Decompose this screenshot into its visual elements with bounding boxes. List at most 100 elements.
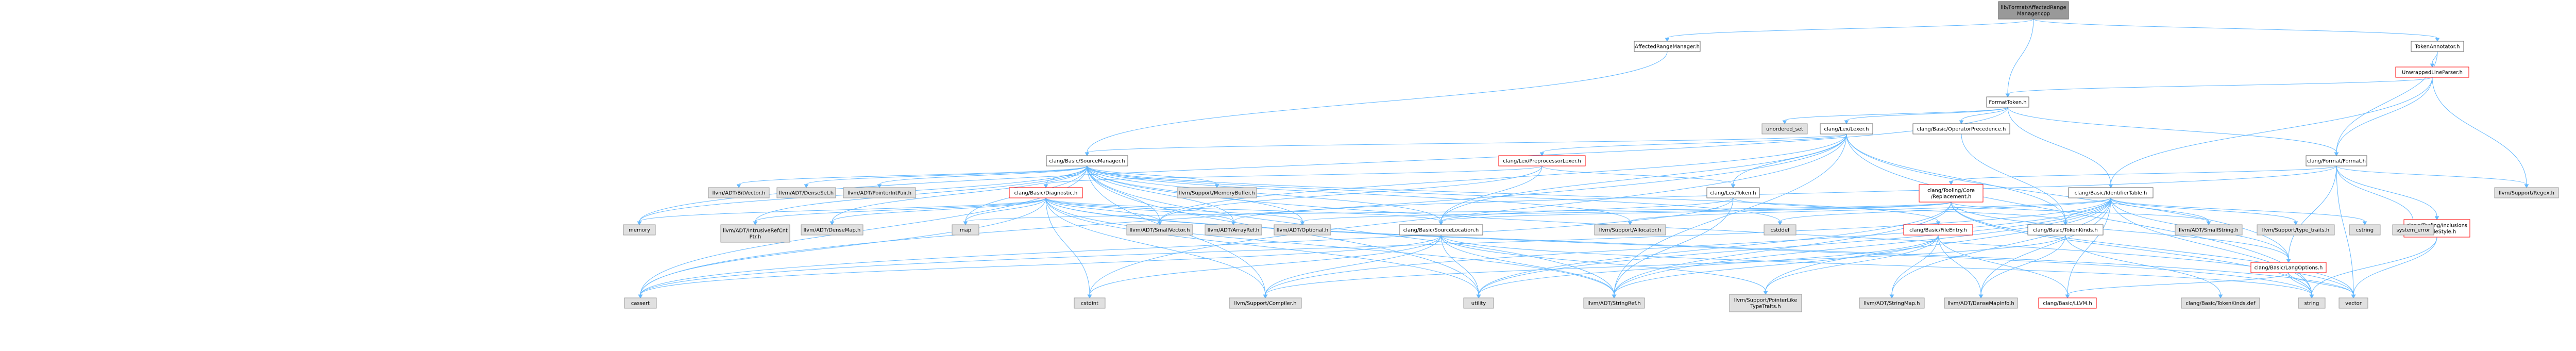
edge-arrowhead — [1438, 221, 1444, 225]
node-box — [2306, 155, 2367, 166]
edge-ft-to-uset — [1782, 107, 2008, 124]
edge-line — [1045, 197, 1479, 295]
node-map: map — [952, 224, 979, 236]
edge-arrowhead — [2524, 184, 2529, 188]
edge-arrowhead — [1763, 291, 1768, 295]
edge-line — [1733, 133, 1847, 185]
edge-fileentry-to-utility — [1476, 235, 1939, 298]
edge-tcrepl-to-srcloc — [1438, 202, 1952, 225]
node-smallstr: llvm/ADT/SmallString.h — [2175, 224, 2243, 236]
node-box — [708, 187, 770, 198]
node-box — [2257, 224, 2335, 236]
edge-pplex-to-lextok — [1541, 165, 1736, 188]
node-sm[interactable]: clang/Basic/SourceManager.h — [1046, 155, 1128, 166]
edge-tcrepl-to-map — [963, 202, 1952, 225]
node-arm[interactable]: AffectedRangeManager.h — [1634, 41, 1701, 52]
node-box — [1009, 187, 1083, 198]
node-label: cstddef — [1771, 228, 1790, 233]
edge-line — [1733, 197, 2066, 222]
node-alloc: llvm/Support/Allocator.h — [1594, 224, 1666, 236]
edge-arrowhead — [1628, 221, 1633, 225]
node-box — [776, 187, 836, 198]
node-box — [1912, 123, 2010, 135]
edge-pplex-to-diag — [1043, 165, 1543, 188]
node-lextok[interactable]: clang/Lex/Token.h — [1706, 187, 1760, 198]
edge-line — [2110, 197, 2365, 222]
node-label: llvm/ADT/Optional.h — [1277, 228, 1328, 233]
node-label: llvm/Support/PointerLike — [1734, 298, 1798, 304]
edge-srcloc-to-cstdint — [1087, 235, 1442, 298]
edge-arrowhead — [1665, 38, 1670, 42]
edge-ulp-to-format — [2334, 77, 2433, 156]
edge-arrowhead — [2286, 259, 2291, 263]
edge-line — [1938, 235, 1981, 295]
edge-line — [1951, 202, 2289, 260]
node-box — [1583, 297, 1645, 309]
edge-arrowhead — [1777, 221, 1783, 225]
node-llvmh[interactable]: clang/Basic/LLVM.h — [2038, 297, 2097, 309]
edge-diag-to-arrayref — [1045, 197, 1236, 225]
edge-line — [2311, 237, 2437, 295]
node-format[interactable]: clang/Format/Format.h — [2306, 155, 2367, 166]
edge-line — [2110, 77, 2433, 185]
node-label: /IncludeStyle.h — [2418, 229, 2456, 235]
node-label: llvm/ADT/BitVector.h — [713, 191, 766, 196]
node-label: cassert — [631, 301, 650, 307]
edge-line — [2288, 272, 2312, 295]
node-langopts[interactable]: clang/Basic/LangOptions.h — [2250, 262, 2327, 273]
node-box — [2494, 187, 2559, 198]
node-label: llvm/Support/Compiler.h — [1234, 301, 1296, 307]
node-label: llvm/Support/MemoryBuffer.h — [1179, 191, 1255, 196]
edge-line — [1980, 197, 2111, 295]
node-srcloc[interactable]: clang/Basic/SourceLocation.h — [1399, 224, 1483, 236]
edge-arrowhead — [736, 184, 741, 188]
edge-line — [1087, 165, 1615, 295]
node-optional: llvm/ADT/Optional.h — [1274, 224, 1331, 236]
edge-line — [1045, 197, 1160, 222]
node-label: llvm/ADT/SmallVector.h — [1130, 228, 1190, 233]
node-box — [1594, 224, 1666, 236]
edge-diag-to-cstdint — [1045, 197, 1092, 298]
node-box — [1903, 224, 1973, 236]
edge-line — [1265, 197, 2111, 295]
node-box — [2298, 297, 2326, 309]
edge-ft-to-format — [2007, 107, 2339, 156]
node-label: llvm/Support/Allocator.h — [1599, 228, 1661, 233]
node-label: clang/Basic/SourceManager.h — [1049, 159, 1125, 164]
edge-line — [738, 165, 1088, 185]
edge-line — [1614, 133, 1847, 295]
edge-fileentry-to-stringref — [1612, 235, 1939, 298]
node-idt[interactable]: clang/Basic/IdentifierTable.h — [2068, 187, 2154, 198]
node-typetraits: llvm/Support/type_traits.h — [2257, 224, 2335, 236]
edge-lexer-to-lextok — [1731, 133, 1847, 188]
node-box — [1399, 224, 1483, 236]
edge-line — [2033, 19, 2438, 39]
node-box — [2392, 224, 2434, 236]
node-ulp[interactable]: UnwrappedLineParser.h — [2395, 66, 2469, 78]
node-box — [801, 224, 863, 236]
edge-line — [1440, 197, 1734, 222]
node-diag[interactable]: clang/Basic/Diagnostic.h — [1009, 187, 1083, 198]
node-opprec[interactable]: clang/Basic/OperatorPrecedence.h — [1912, 123, 2010, 135]
edge-arrowhead — [637, 221, 642, 225]
node-tcrepl[interactable]: clang/Tooling/Core/Replacement.h — [1919, 184, 1984, 203]
node-fileentry[interactable]: clang/Basic/FileEntry.h — [1903, 224, 1973, 236]
edge-line — [2336, 165, 2437, 217]
edge-line — [1045, 197, 1090, 295]
node-label: lib/Format/AffectedRange — [2001, 5, 2066, 11]
node-tokkinds[interactable]: clang/Basic/TokenKinds.h — [2027, 224, 2104, 236]
edge-line — [2067, 197, 2111, 295]
edge-line — [2110, 197, 2209, 222]
node-label: llvm/Support/type_traits.h — [2262, 228, 2329, 233]
node-box — [2175, 224, 2243, 236]
node-ta[interactable]: TokenAnnotator.h — [2411, 41, 2464, 52]
node-label: llvm/ADT/IntrusiveRefCnt — [723, 228, 788, 234]
edge-ulp-to-idt — [2108, 77, 2433, 188]
node-box — [843, 187, 916, 198]
node-pplex[interactable]: clang/Lex/PreprocessorLexer.h — [1498, 155, 1586, 166]
node-ft[interactable]: FormatToken.h — [1986, 96, 2029, 108]
edge-tcrepl-to-optional — [1300, 202, 1952, 225]
node-stringref: llvm/ADT/StringRef.h — [1583, 297, 1645, 309]
edge-line — [2007, 77, 2433, 94]
node-lexer[interactable]: clang/Lex/Lexer.h — [1820, 123, 1873, 135]
